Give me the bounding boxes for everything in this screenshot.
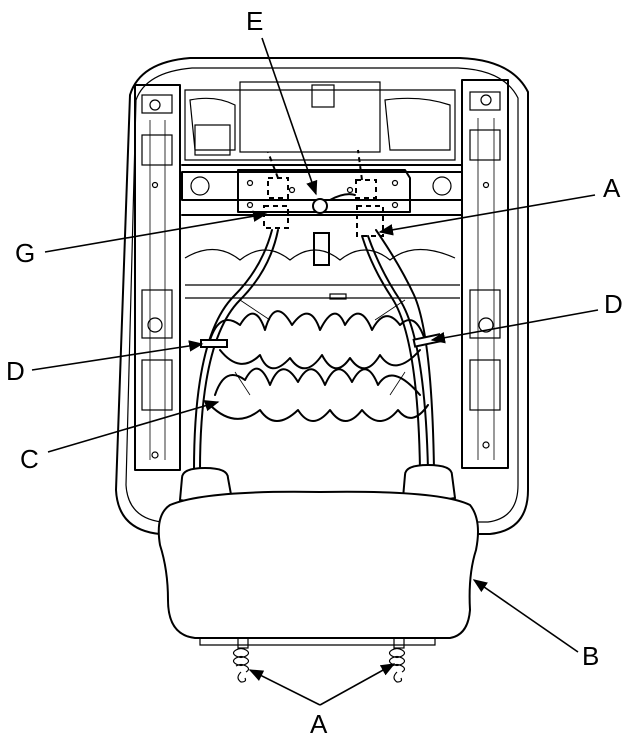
- leader-b: [472, 579, 579, 653]
- connector-left: [263, 177, 289, 229]
- label-d-left: D: [6, 356, 25, 386]
- leader-a-top: [378, 194, 596, 236]
- clip-left: [200, 339, 228, 348]
- label-e: E: [246, 6, 263, 36]
- seat-springs: [209, 299, 429, 422]
- leader-d-left: [31, 340, 204, 371]
- callout-labels: E A G D D C B A: [6, 6, 623, 739]
- leader-d-right: [430, 309, 599, 344]
- label-b: B: [582, 641, 599, 671]
- clip-right: [412, 333, 442, 348]
- harness-cable-left: [193, 229, 279, 471]
- leader-g: [44, 210, 268, 253]
- connector-right: [355, 179, 384, 237]
- leader-lines: [31, 37, 599, 706]
- label-a-bottom: A: [310, 709, 328, 739]
- top-cross-member: [181, 81, 463, 166]
- leader-a-bottom-right: [319, 663, 396, 706]
- wire-top: [267, 149, 363, 181]
- left-side-rail: [134, 84, 181, 471]
- harness-cable-right: [361, 229, 435, 471]
- label-g: G: [15, 238, 35, 268]
- label-d-right: D: [604, 289, 623, 319]
- seat-cushion-b: [157, 490, 479, 646]
- leader-c: [47, 400, 220, 453]
- mounting-bracket: [181, 169, 463, 216]
- label-c: C: [20, 444, 39, 474]
- leader-e: [261, 37, 318, 196]
- label-a-top: A: [603, 173, 621, 203]
- leader-a-bottom-left: [248, 669, 321, 706]
- hook-spring-left: [232, 637, 250, 683]
- sensor-e: [312, 193, 356, 266]
- seat-frame: [115, 57, 529, 535]
- right-side-rail: [461, 79, 509, 469]
- hook-spring-right: [388, 637, 406, 683]
